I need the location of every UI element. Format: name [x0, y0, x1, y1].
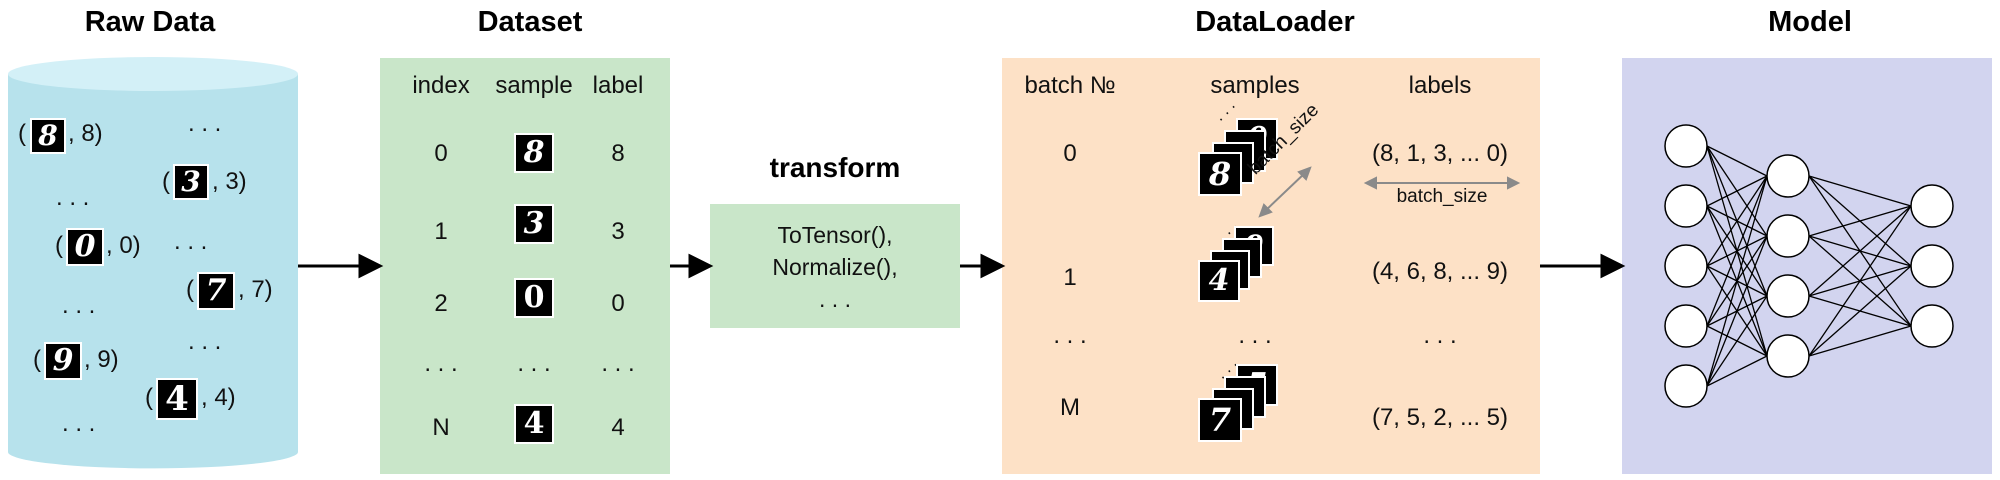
dataset-row-2-digit: 0 — [514, 278, 554, 318]
raw-item-7-digit: 7 — [197, 272, 235, 310]
dataset-row-3-sample: . . . — [517, 350, 551, 377]
batch-size-horizontal-arrow — [1363, 176, 1521, 190]
dataloader-row-2-samples: . . . — [1238, 322, 1272, 349]
raw-item-8-digit: 8 — [30, 118, 66, 154]
dataset-row-0-index: 0 — [434, 140, 448, 167]
raw-ellipsis-3: . . . — [174, 228, 208, 255]
model-title: Model — [1768, 6, 1852, 38]
raw-item-7-open: ( — [186, 276, 194, 303]
raw-item-3-label: , 3) — [212, 168, 247, 195]
raw-item-4-label: , 4) — [201, 384, 236, 411]
neural-network — [1664, 124, 1954, 408]
transform-line-2: Normalize(), — [772, 254, 898, 280]
dataset-row-0-label: 8 — [611, 140, 625, 167]
nn-node-1-0 — [1766, 154, 1810, 198]
raw-item-9-label: , 9) — [84, 346, 119, 373]
batch-1-front-digit: 4 — [1198, 260, 1240, 302]
nn-edge-0-4-3 — [1706, 355, 1768, 387]
dataloader-header-labels: labels — [1408, 72, 1472, 99]
raw-item-8-open: ( — [18, 120, 26, 147]
dataloader-row-0-labels: (8, 1, 3, ... 0) — [1371, 140, 1509, 167]
dataset-row-0-digit: 8 — [514, 133, 554, 173]
nn-edge-1-0-0 — [1808, 175, 1912, 207]
nn-edge-1-1-0 — [1808, 205, 1912, 237]
nn-node-0-4 — [1664, 364, 1708, 408]
nn-edge-0-4-2 — [1706, 295, 1768, 387]
dataset-row-4-index: N — [432, 414, 450, 441]
dataset-row-1-index: 1 — [434, 218, 448, 245]
dataset-header-label: label — [592, 72, 644, 99]
flow-arrows — [298, 253, 1626, 279]
nn-node-0-2 — [1664, 244, 1708, 288]
raw-item-3-open: ( — [162, 168, 170, 195]
raw-ellipsis-2: . . . — [56, 184, 90, 211]
dataset-row-1-digit: 3 — [514, 204, 554, 244]
nn-node-0-0 — [1664, 124, 1708, 168]
transform-line-3: . . . — [819, 286, 851, 312]
nn-edge-0-1-0 — [1706, 175, 1768, 207]
nn-node-2-0 — [1910, 184, 1954, 228]
nn-edge-0-4-1 — [1706, 235, 1768, 387]
nn-edge-0-2-0 — [1706, 175, 1768, 267]
dataloader-row-2-batch: . . . — [1053, 322, 1087, 349]
dataset-row-4-label: 4 — [611, 414, 625, 441]
dataloader-row-1-batch: 1 — [1063, 264, 1077, 291]
nn-edge-1-3-0 — [1808, 205, 1912, 357]
dataset-header-sample: sample — [495, 72, 573, 99]
raw-item-0-label: , 0) — [106, 232, 141, 259]
nn-edge-0-0-0 — [1706, 145, 1768, 177]
dataloader-row-3-labels: (7, 5, 2, ... 5) — [1371, 404, 1509, 431]
dataloader-row-3-batch: M — [1060, 394, 1080, 421]
nn-node-0-1 — [1664, 184, 1708, 228]
raw-item-4-digit: 4 — [156, 378, 198, 420]
raw-ellipsis-1: . . . — [188, 110, 222, 137]
raw-item-9-digit: 9 — [44, 342, 82, 380]
nn-node-0-3 — [1664, 304, 1708, 348]
nn-node-1-3 — [1766, 334, 1810, 378]
raw-item-0-open: ( — [55, 232, 63, 259]
raw-item-8-label: , 8) — [68, 120, 103, 147]
nn-edge-0-4-0 — [1706, 175, 1768, 387]
dataset-row-3-index: . . . — [424, 350, 458, 377]
dataset-row-2-index: 2 — [434, 290, 448, 317]
dataloader-row-1-labels: (4, 6, 8, ... 9) — [1371, 258, 1509, 285]
nn-node-2-1 — [1910, 244, 1954, 288]
dataloader-header-batch: batch № — [1024, 72, 1116, 99]
batch-0-front-digit: 8 — [1198, 152, 1242, 196]
raw-ellipsis-6: . . . — [62, 410, 96, 437]
dataset-header-index: index — [412, 72, 470, 99]
nn-node-1-2 — [1766, 274, 1810, 318]
raw-item-3-digit: 3 — [173, 164, 209, 200]
transform-title: transform — [769, 152, 901, 183]
nn-node-2-2 — [1910, 304, 1954, 348]
batch-m-front-digit: 7 — [1198, 398, 1242, 442]
batch-size-horizontal-label: batch_size — [1396, 186, 1488, 207]
transform-line-1: ToTensor(), — [777, 222, 893, 248]
dataloader-row-0-batch: 0 — [1063, 140, 1077, 167]
dataloader-title: DataLoader — [1195, 6, 1355, 38]
nn-edge-1-3-1 — [1808, 265, 1912, 357]
dataloader-row-2-labels: . . . — [1423, 322, 1457, 349]
raw-item-7-label: , 7) — [238, 276, 273, 303]
raw-ellipsis-5: . . . — [188, 328, 222, 355]
raw-ellipsis-4: . . . — [62, 292, 96, 319]
dataloader-header-samples: samples — [1210, 72, 1300, 99]
nn-edge-0-3-0 — [1706, 175, 1768, 327]
raw-item-4-open: ( — [145, 384, 153, 411]
dataset-title: Dataset — [477, 6, 583, 38]
raw-data-cylinder-top — [8, 57, 298, 91]
nn-edge-1-2-0 — [1808, 205, 1912, 297]
transform-box — [710, 204, 960, 328]
dataset-row-3-label: . . . — [601, 350, 635, 377]
dataset-row-4-digit: 4 — [514, 404, 554, 444]
raw-item-0-digit: 0 — [66, 228, 104, 266]
nn-edge-1-3-2 — [1808, 325, 1912, 357]
dataset-row-2-label: 0 — [611, 290, 625, 317]
raw-data-title: Raw Data — [84, 6, 216, 38]
raw-item-9-open: ( — [33, 346, 41, 373]
nn-node-1-1 — [1766, 214, 1810, 258]
batch-size-diagonal-arrow — [1258, 166, 1312, 218]
dataset-row-1-label: 3 — [611, 218, 625, 245]
